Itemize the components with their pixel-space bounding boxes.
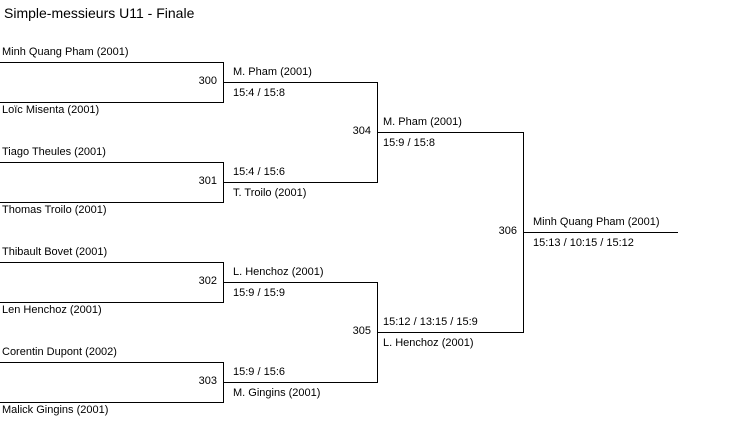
match-300-number: 300 [198, 75, 217, 87]
winner-300-name: M. Pham (2001) [233, 66, 312, 78]
match-304-number: 304 [352, 125, 371, 137]
winner-304-line [377, 132, 524, 133]
match-301-number: 301 [198, 175, 217, 187]
winner-305-line [377, 332, 524, 333]
match-300-bottom-line [0, 102, 224, 103]
winner-306-line [523, 232, 678, 233]
match-301-top-line [0, 162, 224, 163]
winner-303-line [223, 382, 378, 383]
winner-303-score: 15:9 / 15:6 [233, 366, 285, 378]
winner-301-score: 15:4 / 15:6 [233, 166, 285, 178]
winner-301-name: T. Troilo (2001) [233, 187, 307, 199]
page-title: Simple-messieurs U11 - Finale [4, 5, 195, 21]
match-306-number: 306 [498, 225, 517, 237]
player-name-bovet: Thibault Bovet (2001) [2, 246, 108, 258]
player-name-misenta: Loïc Misenta (2001) [2, 104, 100, 116]
winner-305-score: 15:12 / 13:15 / 15:9 [383, 316, 478, 328]
match-302-bottom-line [0, 302, 224, 303]
winner-302-line [223, 282, 378, 283]
match-303-top-line [0, 362, 224, 363]
winner-300-line [223, 82, 378, 83]
player-name-dupont: Corentin Dupont (2002) [2, 346, 117, 358]
winner-305-name: L. Henchoz (2001) [383, 337, 474, 349]
winner-306-score: 15:13 / 10:15 / 15:12 [533, 237, 634, 249]
match-300-top-line [0, 62, 224, 63]
winner-301-line [223, 182, 378, 183]
player-name-henchoz: Len Henchoz (2001) [2, 304, 102, 316]
match-305-number: 305 [352, 325, 371, 337]
match-301-bottom-line [0, 202, 224, 203]
match-303-number: 303 [198, 375, 217, 387]
match-302-top-line [0, 262, 224, 263]
player-name-theules: Tiago Theules (2001) [2, 146, 106, 158]
winner-302-score: 15:9 / 15:9 [233, 287, 285, 299]
match-303-bottom-line [0, 402, 224, 403]
player-name-troilo: Thomas Troilo (2001) [2, 204, 107, 216]
winner-304-name: M. Pham (2001) [383, 116, 462, 128]
winner-302-name: L. Henchoz (2001) [233, 266, 324, 278]
player-name-gingins: Malick Gingins (2001) [2, 404, 109, 416]
player-name-pham: Minh Quang Pham (2001) [2, 46, 129, 58]
winner-300-score: 15:4 / 15:8 [233, 87, 285, 99]
winner-304-score: 15:9 / 15:8 [383, 137, 435, 149]
match-302-number: 302 [198, 275, 217, 287]
winner-306-name: Minh Quang Pham (2001) [533, 216, 660, 228]
winner-303-name: M. Gingins (2001) [233, 387, 321, 399]
